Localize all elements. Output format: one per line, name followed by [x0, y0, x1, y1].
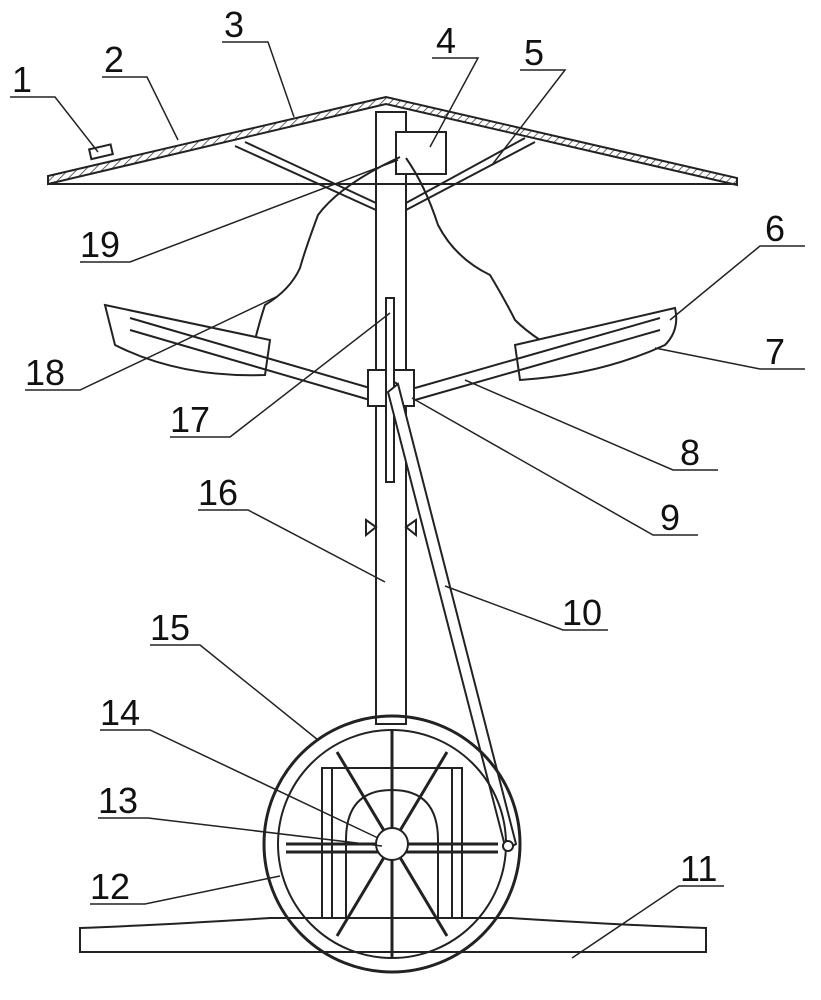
label-2: 2 — [104, 39, 124, 80]
label-4: 4 — [436, 20, 456, 61]
label-17: 17 — [170, 399, 210, 440]
label-3: 3 — [224, 4, 244, 45]
label-10: 10 — [562, 592, 602, 633]
label-19: 19 — [80, 224, 120, 265]
left-brace — [234, 145, 377, 211]
label-1: 1 — [12, 59, 32, 100]
label-12: 12 — [90, 866, 130, 907]
stop-right — [404, 518, 417, 538]
outer-wheel — [262, 714, 522, 974]
stop-left — [365, 518, 378, 538]
left-arm-2 — [129, 329, 371, 401]
left-tray — [103, 303, 272, 377]
label-6: 6 — [765, 208, 785, 249]
connecting-rod — [386, 382, 518, 852]
leader-lines — [10, 41, 805, 959]
left-brace-2 — [244, 141, 377, 204]
label-16: 16 — [198, 472, 238, 513]
label-14: 14 — [100, 692, 140, 733]
right-tray — [513, 306, 678, 382]
label-13: 13 — [98, 780, 138, 821]
wheel-hub — [375, 827, 409, 861]
cable — [254, 156, 401, 341]
right-arm-2 — [414, 329, 661, 401]
label-8: 8 — [680, 432, 700, 473]
crank-pin — [502, 840, 514, 852]
label-5: 5 — [524, 32, 544, 73]
cable-right — [405, 157, 541, 341]
label-18: 18 — [25, 352, 65, 393]
left-arm — [129, 317, 371, 389]
label-11: 11 — [680, 848, 717, 889]
solar-panel — [87, 143, 115, 161]
label-9: 9 — [660, 497, 680, 538]
label-7: 7 — [765, 331, 785, 372]
motor-box — [395, 131, 447, 175]
label-15: 15 — [150, 607, 190, 648]
right-arm — [414, 317, 661, 389]
